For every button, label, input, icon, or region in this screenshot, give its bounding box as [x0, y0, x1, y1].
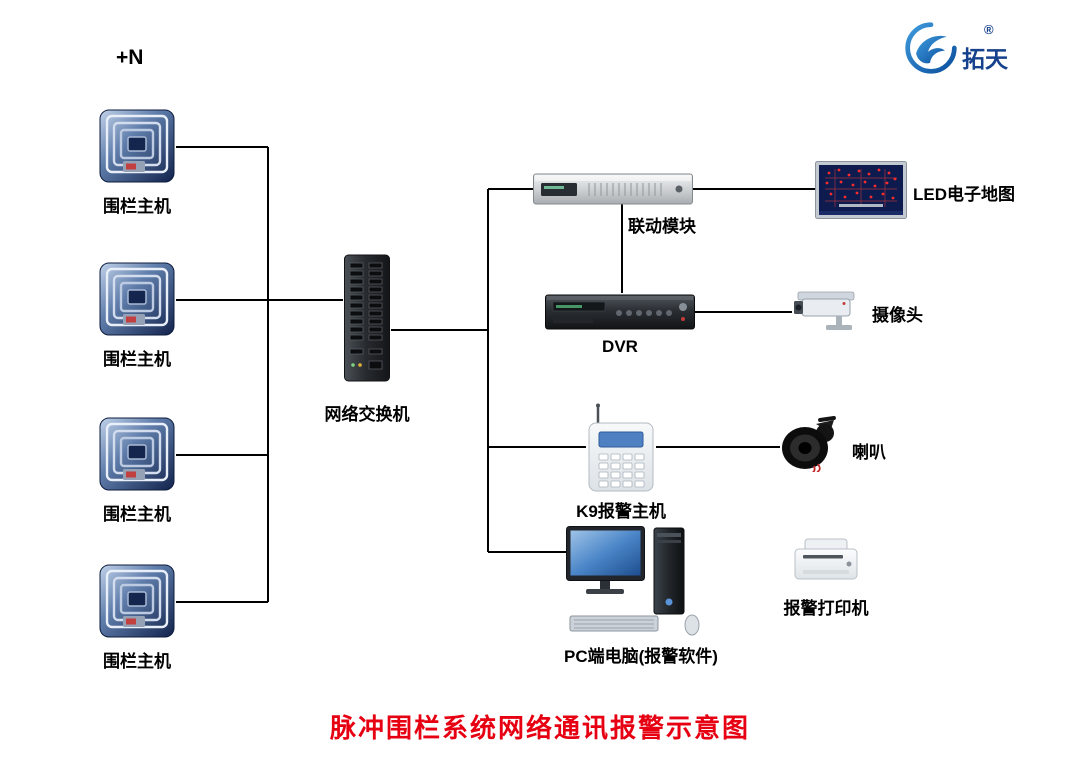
fence-host-label-4: 围栏主机	[103, 652, 171, 671]
brand-name: 拓天	[962, 46, 1008, 72]
alarm-printer-label: 报警打印机	[783, 599, 869, 618]
fence-host-label-3: 围栏主机	[103, 505, 171, 524]
alarm-printer-icon	[794, 538, 858, 580]
fence-host-icon-3	[98, 416, 176, 494]
brand-logo-icon	[905, 22, 957, 74]
fence-host-label-1: 围栏主机	[103, 197, 171, 216]
fence-host-label-2: 围栏主机	[103, 350, 171, 369]
fence-host-icon-1	[98, 108, 176, 186]
dvr-icon	[545, 294, 695, 330]
horn-speaker-icon	[782, 416, 836, 472]
network-switch-icon	[344, 254, 390, 382]
pc-computer-icon	[566, 526, 700, 636]
network-switch-label: 网络交换机	[324, 405, 410, 424]
camera-icon	[794, 291, 855, 330]
led-map-label: LED电子地图	[913, 185, 1015, 204]
diagram-title: 脉冲围栏系统网络通讯报警示意图	[329, 713, 750, 743]
fence-host-icon-2	[98, 261, 176, 339]
linkage-module-label: 联动模块	[628, 217, 696, 236]
linkage-module-icon	[533, 173, 693, 205]
k9-alarm-host-label: K9报警主机	[576, 502, 666, 521]
multiplier-note: +N	[116, 46, 144, 69]
pc-computer-label: PC端电脑(报警软件)	[564, 647, 718, 666]
k9-alarm-host-icon	[588, 403, 654, 492]
left-bus-lines	[176, 146, 343, 603]
registered-trademark-mark: ®	[984, 22, 994, 37]
camera-label: 摄像头	[872, 306, 923, 325]
led-map-icon	[815, 161, 907, 219]
fence-host-icon-4	[98, 563, 176, 641]
horn-speaker-label: 喇叭	[852, 443, 886, 462]
dvr-label: DVR	[602, 337, 638, 356]
